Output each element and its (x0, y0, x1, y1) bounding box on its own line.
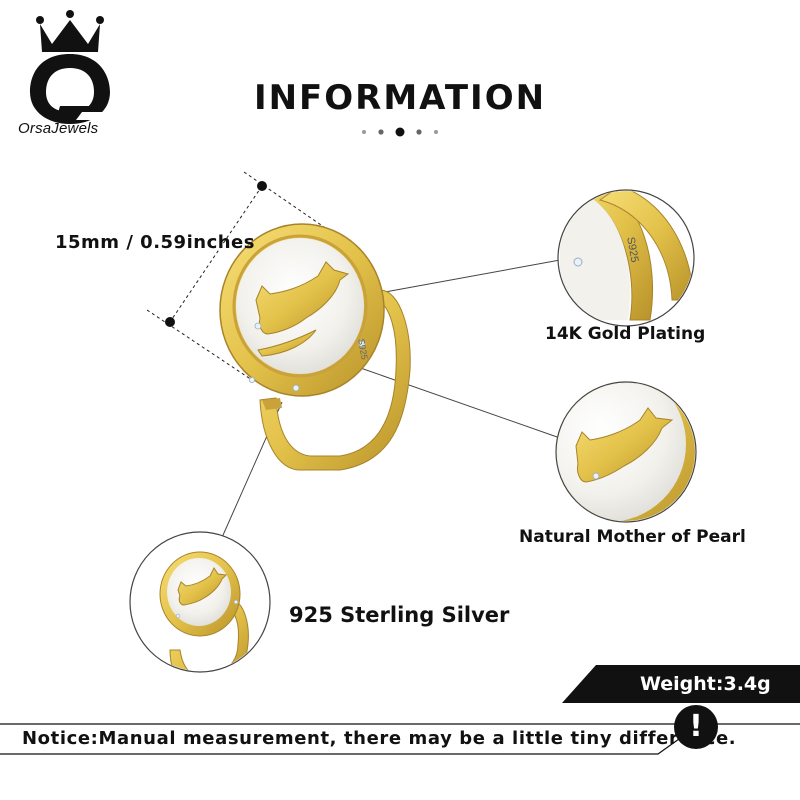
weight-label: Weight:3.4g (640, 673, 771, 695)
exclamation-mark: ! (689, 709, 703, 744)
gold-plating-label: 14K Gold Plating (545, 324, 706, 344)
mother-of-pearl-label: Natural Mother of Pearl (519, 527, 746, 547)
dimension-label: 15mm / 0.59inches (55, 232, 255, 253)
page-title: INFORMATION (253, 78, 547, 118)
detail-sterling-silver (129, 531, 271, 673)
ring-head (219, 223, 385, 397)
detail-gold-plating (557, 189, 695, 327)
notice-text: Notice:Manual measurement, there may be … (22, 728, 737, 749)
detail-mother-of-pearl (555, 381, 697, 523)
ring-shank (259, 289, 411, 471)
sterling-silver-label: 925 Sterling Silver (289, 603, 510, 627)
brand-name: OrsaJewels (18, 120, 99, 137)
orsa-logo-icon (30, 10, 110, 124)
weight-tag (562, 665, 800, 703)
title-dots-divider (362, 127, 438, 137)
exclamation-icon (674, 705, 718, 749)
